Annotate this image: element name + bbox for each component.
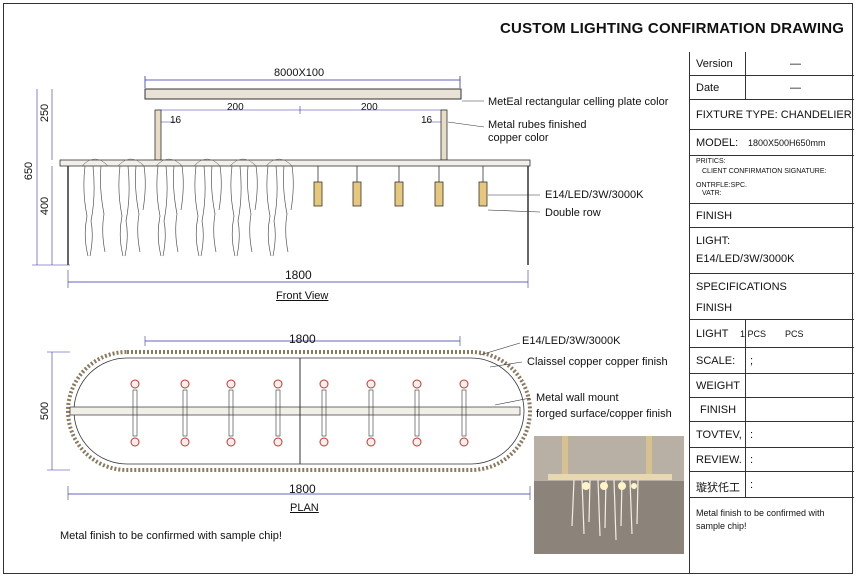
- caption-plan: PLAN: [290, 502, 319, 514]
- version-value: —: [790, 58, 801, 70]
- row-tovtev: TOVTEV, :: [690, 422, 854, 448]
- row-signature: PRITICS: CLIENT CONFIRMATION SIGNATURE: …: [690, 156, 854, 204]
- divider-version: [745, 52, 746, 100]
- scale-label: SCALE:: [696, 355, 736, 367]
- vatr-label: VATR:: [702, 190, 722, 197]
- scale-value: ;: [750, 355, 754, 367]
- crystal-domes: [81, 158, 293, 167]
- drawing-frame: [3, 3, 853, 574]
- review-value: :: [750, 454, 754, 466]
- tovtev-label: TOVTEV,: [696, 429, 742, 441]
- light-label: LIGHT:: [696, 235, 731, 247]
- label-metal-rubes: Metal rubes finished: [488, 119, 587, 131]
- panel-bottom-note: Metal finish to be confirmed with sample…: [696, 508, 825, 531]
- row-date: Date —: [690, 76, 854, 100]
- label-claissel: Claissel copper copper finish: [527, 356, 668, 368]
- review-label: REVIEW.: [696, 454, 742, 466]
- divider-lower: [745, 320, 746, 498]
- row-specifications: SPECIFICATIONS FINISH: [690, 274, 854, 320]
- weight-label: WEIGHT: [696, 380, 740, 392]
- front-view-drawing: [32, 76, 541, 288]
- dim-200-right: 200: [361, 102, 378, 113]
- row-review: REVIEW. :: [690, 448, 854, 472]
- ontrfle-label: ONTRFLE:SPC.: [696, 182, 747, 189]
- front-bulbs: [313, 166, 488, 207]
- date-value: —: [790, 82, 801, 94]
- tovtev-value: :: [750, 429, 754, 441]
- finish-label-3: FINISH: [700, 404, 737, 416]
- crystal-strands: [83, 165, 294, 257]
- row-version: Version —: [690, 52, 854, 76]
- dim-16-left: 16: [170, 115, 182, 126]
- dim-16-right: 16: [421, 115, 433, 126]
- dim-200-left: 200: [227, 102, 244, 113]
- fixture-type: FIXTURE TYPE: CHANDELIER: [696, 109, 852, 121]
- specifications-label: SPECIFICATIONS: [696, 281, 787, 293]
- finish-label-1: FINISH: [696, 210, 733, 222]
- label-forged-surface: forged surface/copper finish: [536, 408, 672, 420]
- row-model: MODEL: 1800X500H650mm: [690, 130, 854, 156]
- dim-650: 650: [23, 161, 36, 181]
- ceiling-plate: [144, 88, 462, 100]
- dim-400: 400: [39, 196, 52, 216]
- label-double-row: Double row: [545, 207, 601, 219]
- main-bar: [59, 159, 531, 167]
- model-label: MODEL:: [696, 137, 739, 149]
- plan-oval: [66, 350, 532, 472]
- label-bulb-plan: E14/LED/3W/3000K: [522, 335, 621, 347]
- client-signature-label: CLIENT CONFIRMATION SIGNATURE:: [702, 168, 827, 175]
- dim-1800-plan-bottom: 1800: [289, 482, 316, 496]
- chandelier-photo-icon: [534, 436, 684, 554]
- product-photo: [534, 436, 684, 554]
- label-copper-color: copper color: [488, 132, 549, 144]
- row-finish-3: FINISH: [690, 398, 854, 422]
- dim-1800-front: 1800: [285, 268, 312, 282]
- row-light-pcs: LIGHT 1 PCS PCS: [690, 320, 854, 348]
- plan-bar: [69, 406, 521, 416]
- cjk-label: 璇犾仛工: [696, 482, 740, 494]
- light-value: E14/LED/3W/3000K: [696, 253, 795, 265]
- version-label: Version: [696, 58, 733, 70]
- dim-250: 250: [39, 103, 52, 123]
- label-ceiling-plate: MetEal rectangular celling plate color: [488, 96, 669, 108]
- title-block: Version — Date — FIXTURE TYPE: CHANDELIE…: [689, 52, 854, 573]
- light2-pcs-2: PCS: [785, 329, 804, 339]
- pritics-label: PRITICS:: [696, 158, 726, 165]
- finish-label-2: FINISH: [696, 302, 733, 314]
- note-finish: Metal finish to be confirmed with sample…: [60, 530, 282, 542]
- row-weight: WEIGHT: [690, 374, 854, 398]
- dim-8000x100: 8000X100: [274, 67, 325, 79]
- page-title: CUSTOM LIGHTING CONFIRMATION DRAWING: [500, 20, 845, 37]
- label-wall-mount: Metal wall mount: [536, 392, 619, 404]
- light2-pcs-1: 1 PCS: [740, 329, 767, 339]
- row-light: LIGHT: E14/LED/3W/3000K: [690, 228, 854, 274]
- row-finish-1: FINISH: [690, 204, 854, 228]
- cjk-value: :: [750, 479, 754, 491]
- plan-bulbs: [130, 379, 469, 447]
- dim-1800-plan-top: 1800: [289, 332, 316, 346]
- plan-view-drawing: [47, 336, 532, 500]
- row-fixture-type: FIXTURE TYPE: CHANDELIER: [690, 100, 854, 130]
- model-value: 1800X500H650mm: [748, 138, 826, 148]
- row-scale: SCALE: ;: [690, 348, 854, 374]
- caption-front-view: Front View: [276, 290, 329, 302]
- light2-label: LIGHT: [696, 328, 729, 340]
- row-cjk: 璇犾仛工 :: [690, 472, 854, 498]
- suspension-rod-left: [154, 109, 162, 161]
- dim-500: 500: [39, 401, 52, 421]
- suspension-rod-right: [440, 109, 448, 161]
- date-label: Date: [696, 82, 720, 94]
- label-bulb-front: E14/LED/3W/3000K: [545, 189, 644, 201]
